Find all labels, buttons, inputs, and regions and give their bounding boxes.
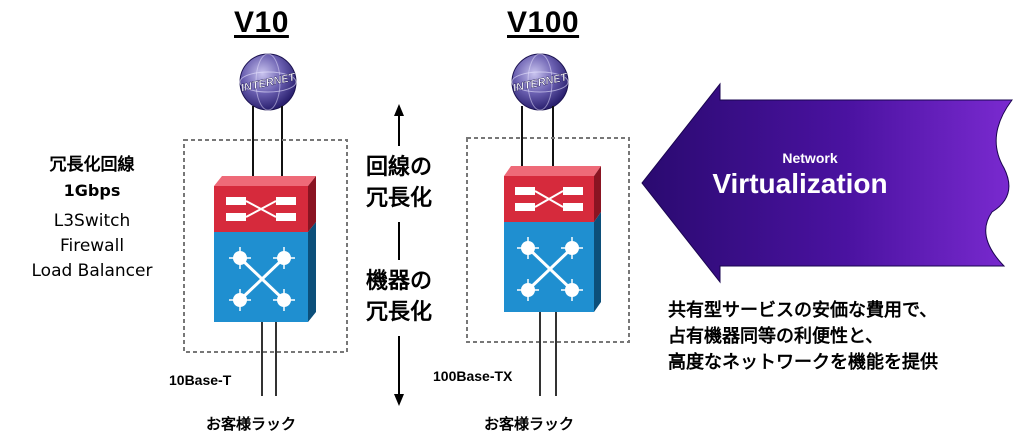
- spec-device: Firewall: [59, 236, 125, 256]
- spec-bandwidth: 1Gbps: [63, 181, 121, 200]
- middle-double-arrow-icon: [394, 104, 404, 406]
- line-redundancy-text-1: 回線の: [365, 155, 432, 180]
- benefit-text: 共有型サービスの安価な費用で、 占有機器同等の利便性と、 高度なネットワークを機…: [668, 298, 1014, 376]
- right-port-label: 100Base-TX: [433, 368, 513, 384]
- right-switch-icon: [504, 212, 601, 312]
- device-redundancy-text-2: 冗長化: [365, 300, 432, 325]
- spec-device: Load Balancer: [31, 261, 153, 281]
- left-switch-icon: [214, 222, 316, 322]
- right-internet-globe-icon: INTERNET: [511, 53, 570, 111]
- v100-title: V100: [507, 6, 580, 39]
- left-rack-label: お客様ラック: [206, 415, 297, 433]
- left-redundancy-frame: [183, 139, 348, 353]
- device-redundancy-text-1: 機器の: [365, 269, 432, 294]
- arrow-virtualization-label: Virtualization: [712, 168, 888, 199]
- arrow-network-label: Network: [782, 150, 838, 166]
- left-internet-globe-icon: INTERNET: [239, 53, 298, 111]
- virtualization-arrow-icon: [641, 82, 1013, 284]
- line-redundancy-text: 回線の 冗長化: [352, 152, 446, 214]
- right-redundancy-frame: [466, 137, 630, 343]
- line-redundancy-text-2: 冗長化: [365, 186, 432, 211]
- spec-device: L3Switch: [53, 211, 131, 231]
- benefit-line-3: 高度なネットワークを機能を提供: [668, 352, 938, 373]
- benefit-line-2: 占有機器同等の利便性と、: [668, 326, 884, 347]
- spec-heading: 冗長化回線: [49, 155, 135, 175]
- benefit-line-1: 共有型サービスの安価な費用で、: [668, 300, 938, 321]
- left-router-icon: [214, 176, 316, 232]
- right-rack-label: お客様ラック: [484, 415, 575, 433]
- device-redundancy-text: 機器の 冗長化: [352, 266, 446, 328]
- left-port-label: 10Base-T: [169, 372, 232, 388]
- left-spec-block: 冗長化回線 1Gbps L3Switch Firewall Load Balan…: [4, 153, 180, 284]
- right-router-icon: [504, 166, 601, 222]
- v10-title: V10: [234, 6, 289, 39]
